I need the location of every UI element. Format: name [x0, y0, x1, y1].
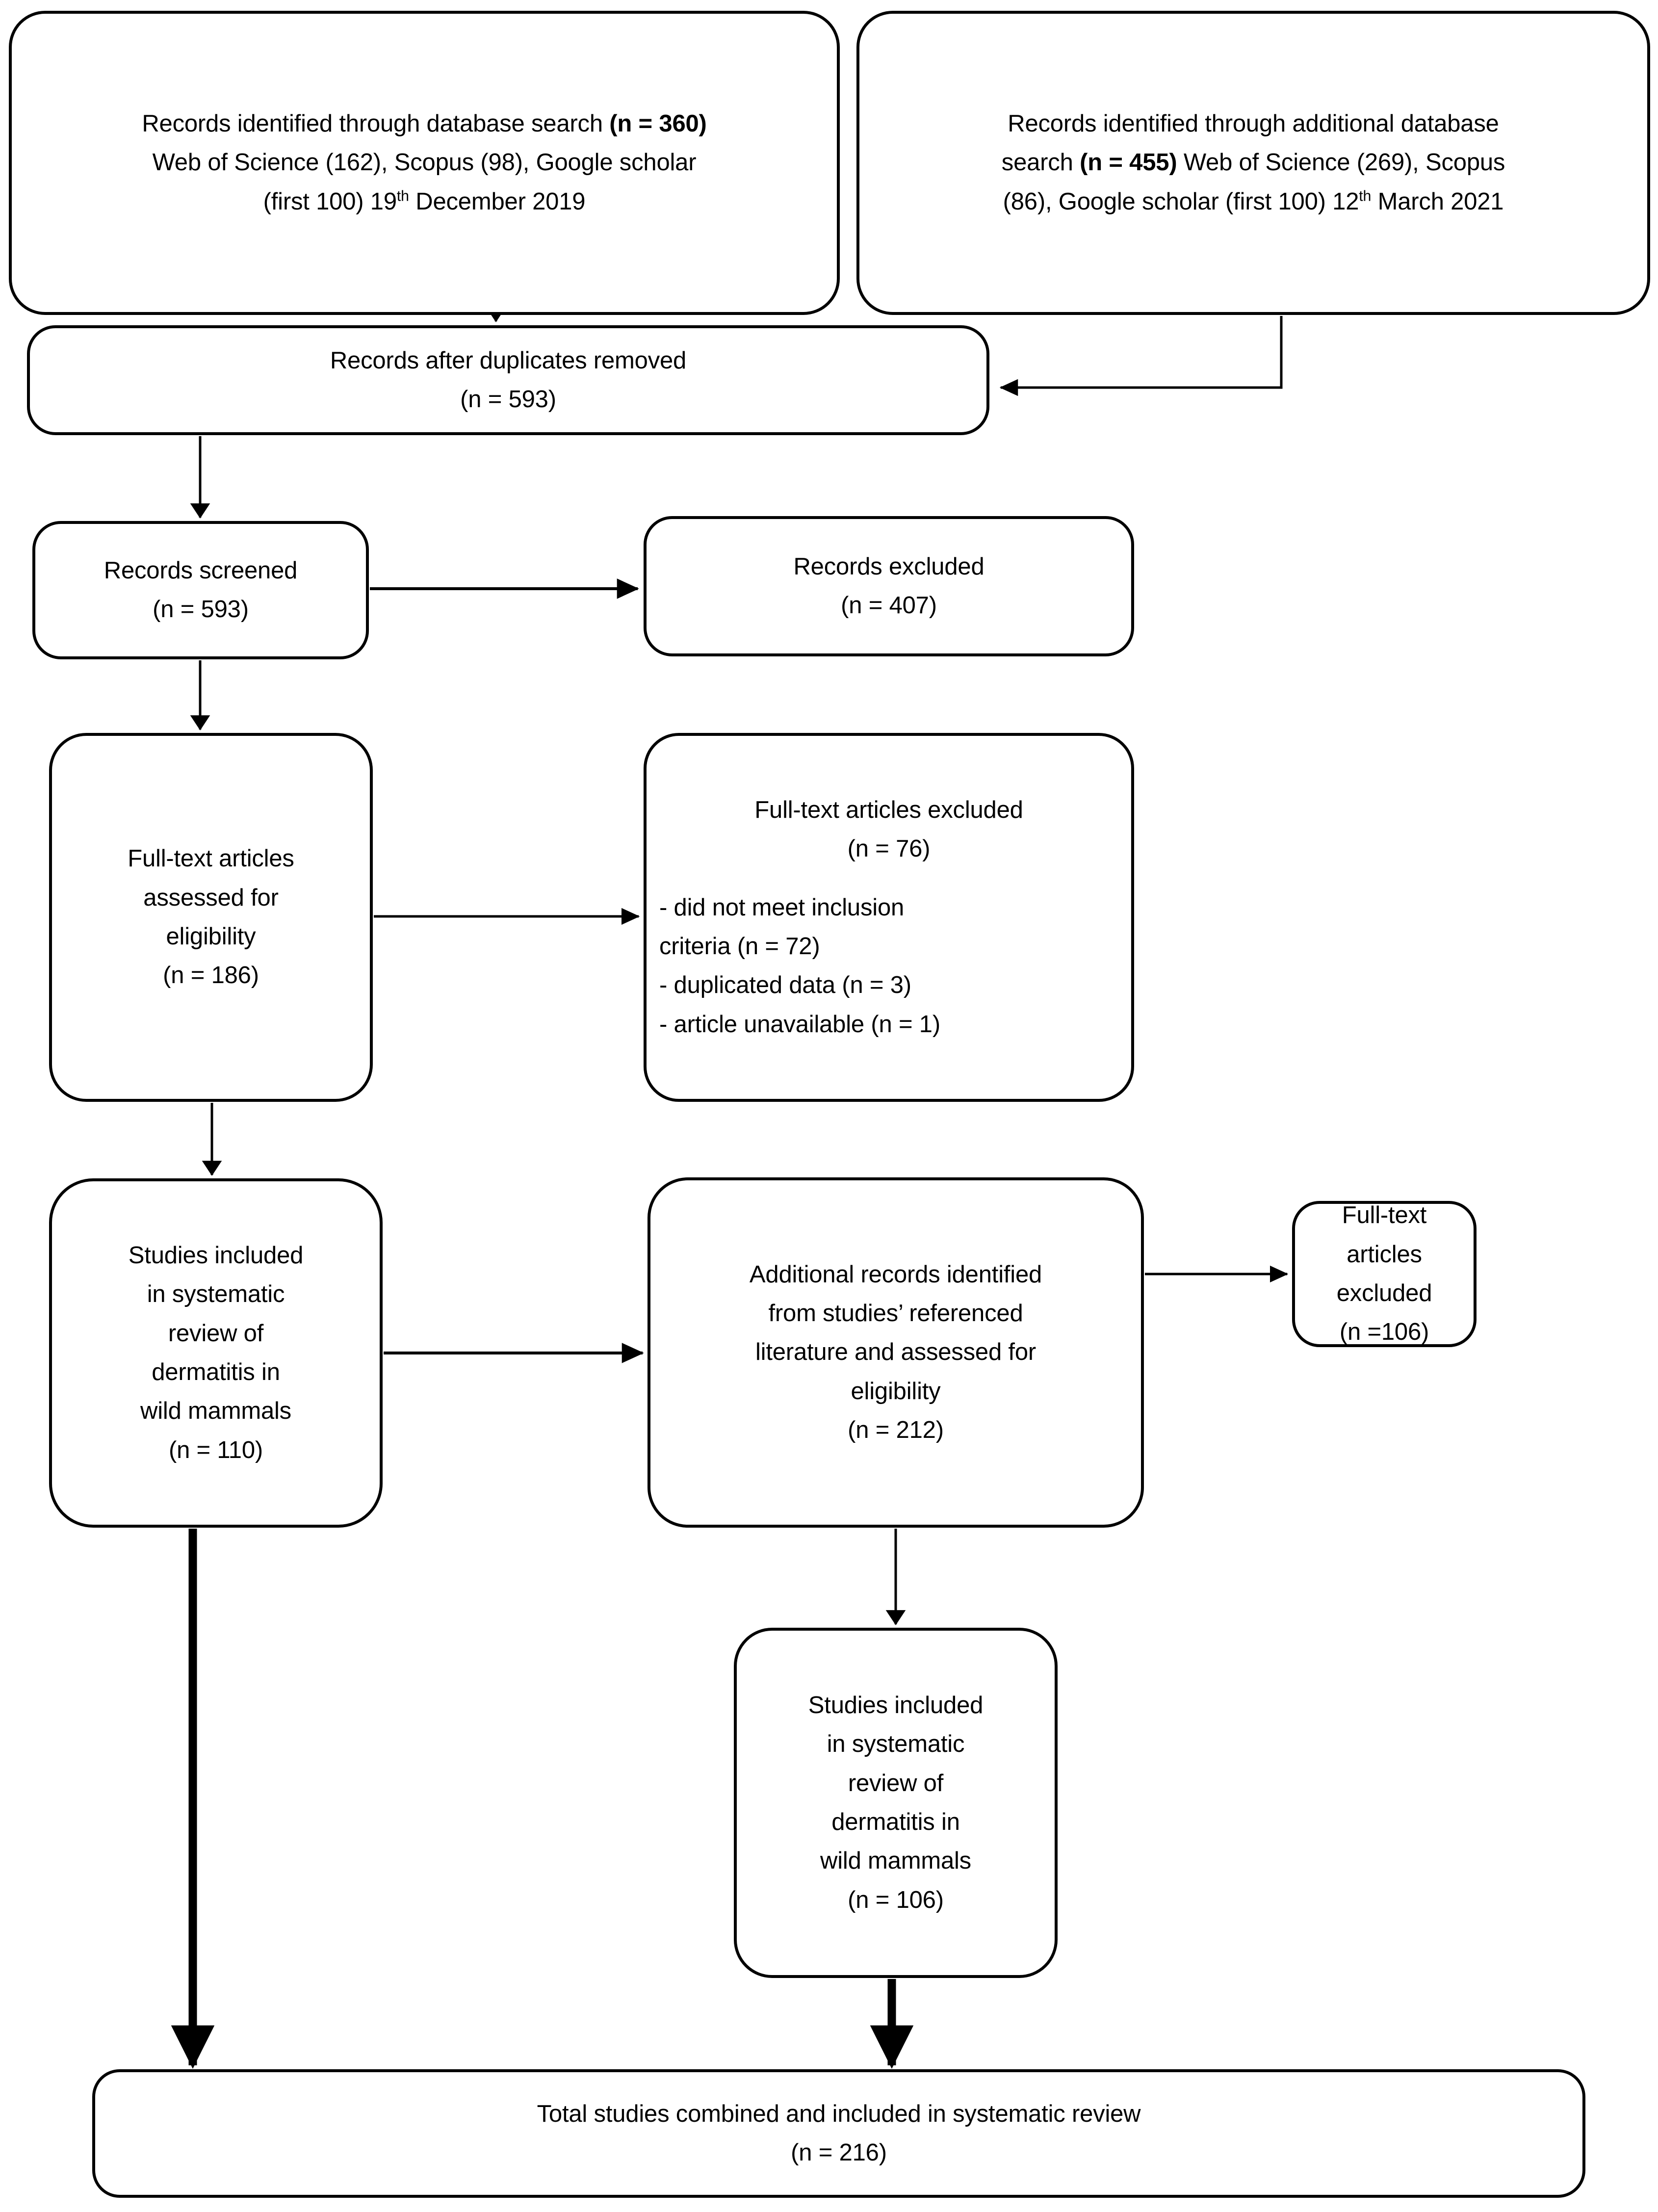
- fulltext-line-3: eligibility: [166, 923, 256, 950]
- ftexcl-label: Full-text articles excluded: [754, 796, 1023, 823]
- db1-line-1: Records identified through database sear…: [142, 110, 707, 137]
- ftex106-line-2: articles: [1347, 1241, 1422, 1268]
- ftexcl-reason-1-cont: criteria (n = 72): [659, 933, 820, 960]
- db2-ordinal-suffix: th: [1359, 187, 1372, 205]
- node-records-identified-database-search: Records identified through database sear…: [9, 11, 840, 315]
- incl110-count: (n = 110): [168, 1436, 263, 1463]
- screened-label: Records screened: [104, 557, 298, 584]
- incl106-line-3: review of: [848, 1770, 944, 1796]
- records-excluded-count: (n = 407): [841, 592, 937, 619]
- incl106-line-2: in systematic: [827, 1731, 965, 1758]
- node-records-excluded: Records excluded (n = 407): [644, 516, 1134, 656]
- fulltext-count: (n = 186): [163, 962, 259, 989]
- db2-line-1: Records identified through additional da…: [1008, 110, 1499, 137]
- node-full-text-articles-assessed: Full-text articles assessed for eligibil…: [49, 733, 373, 1102]
- incl106-count: (n = 106): [848, 1886, 944, 1913]
- addrec-line-1: Additional records identified: [749, 1261, 1042, 1288]
- db2-line-2: search (n = 455) Web of Science (269), S…: [1001, 149, 1505, 176]
- incl106-line-4: dermatitis in: [831, 1809, 960, 1835]
- incl110-line-5: wild mammals: [140, 1398, 291, 1425]
- incl110-line-3: review of: [168, 1320, 264, 1347]
- db2-count-bold: (n = 455): [1080, 149, 1177, 176]
- total-count: (n = 216): [791, 2139, 887, 2166]
- fulltext-line-2: assessed for: [143, 884, 279, 911]
- ftexcl-reason-2: - duplicated data (n = 3): [659, 972, 911, 999]
- incl110-line-2: in systematic: [147, 1281, 285, 1308]
- incl110-line-4: dermatitis in: [152, 1359, 280, 1385]
- node-records-after-duplicates-removed: Records after duplicates removed (n = 59…: [27, 325, 989, 435]
- ftexcl-reason-1: - did not meet inclusion: [659, 894, 905, 921]
- addrec-line-2: from studies’ referenced: [768, 1300, 1023, 1327]
- duplicates-count: (n = 593): [460, 386, 556, 413]
- ftex106-line-1: Full-text: [1342, 1202, 1427, 1229]
- node-records-screened: Records screened (n = 593): [32, 521, 369, 659]
- incl106-line-5: wild mammals: [820, 1848, 971, 1874]
- records-excluded-label: Records excluded: [793, 553, 984, 580]
- addrec-line-4: eligibility: [851, 1378, 941, 1405]
- node-full-text-articles-excluded: Full-text articles excluded (n = 76) - d…: [644, 733, 1134, 1102]
- db1-line-3: (first 100) 19th December 2019: [263, 187, 586, 215]
- fulltext-line-1: Full-text articles: [128, 845, 294, 872]
- node-full-text-articles-excluded-106: Full-text articles excluded (n =106): [1292, 1201, 1477, 1347]
- node-records-identified-additional-database-search: Records identified through additional da…: [856, 11, 1650, 315]
- ftexcl-count: (n = 76): [847, 835, 931, 862]
- node-total-studies-combined: Total studies combined and included in s…: [92, 2069, 1585, 2198]
- ftex106-count: (n =106): [1339, 1319, 1429, 1346]
- incl110-line-1: Studies included: [128, 1242, 304, 1269]
- addrec-count: (n = 212): [848, 1417, 944, 1444]
- ftexcl-reason-3: - article unavailable (n = 1): [659, 1011, 940, 1038]
- total-label: Total studies combined and included in s…: [537, 2100, 1141, 2127]
- duplicates-label: Records after duplicates removed: [330, 347, 687, 374]
- db1-ordinal-suffix: th: [396, 187, 409, 205]
- db1-line-2: Web of Science (162), Scopus (98), Googl…: [152, 149, 697, 176]
- db2-line-3: (86), Google scholar (first 100) 12th Ma…: [1003, 187, 1504, 215]
- screened-count: (n = 593): [153, 596, 249, 623]
- ftex106-line-3: excluded: [1336, 1280, 1432, 1306]
- node-studies-included-106: Studies included in systematic review of…: [734, 1628, 1058, 1978]
- db1-count-bold: (n = 360): [609, 110, 707, 137]
- node-additional-records-identified: Additional records identified from studi…: [648, 1177, 1144, 1528]
- addrec-line-3: literature and assessed for: [755, 1339, 1036, 1366]
- node-studies-included-110: Studies included in systematic review of…: [49, 1178, 383, 1528]
- incl106-line-1: Studies included: [808, 1692, 984, 1718]
